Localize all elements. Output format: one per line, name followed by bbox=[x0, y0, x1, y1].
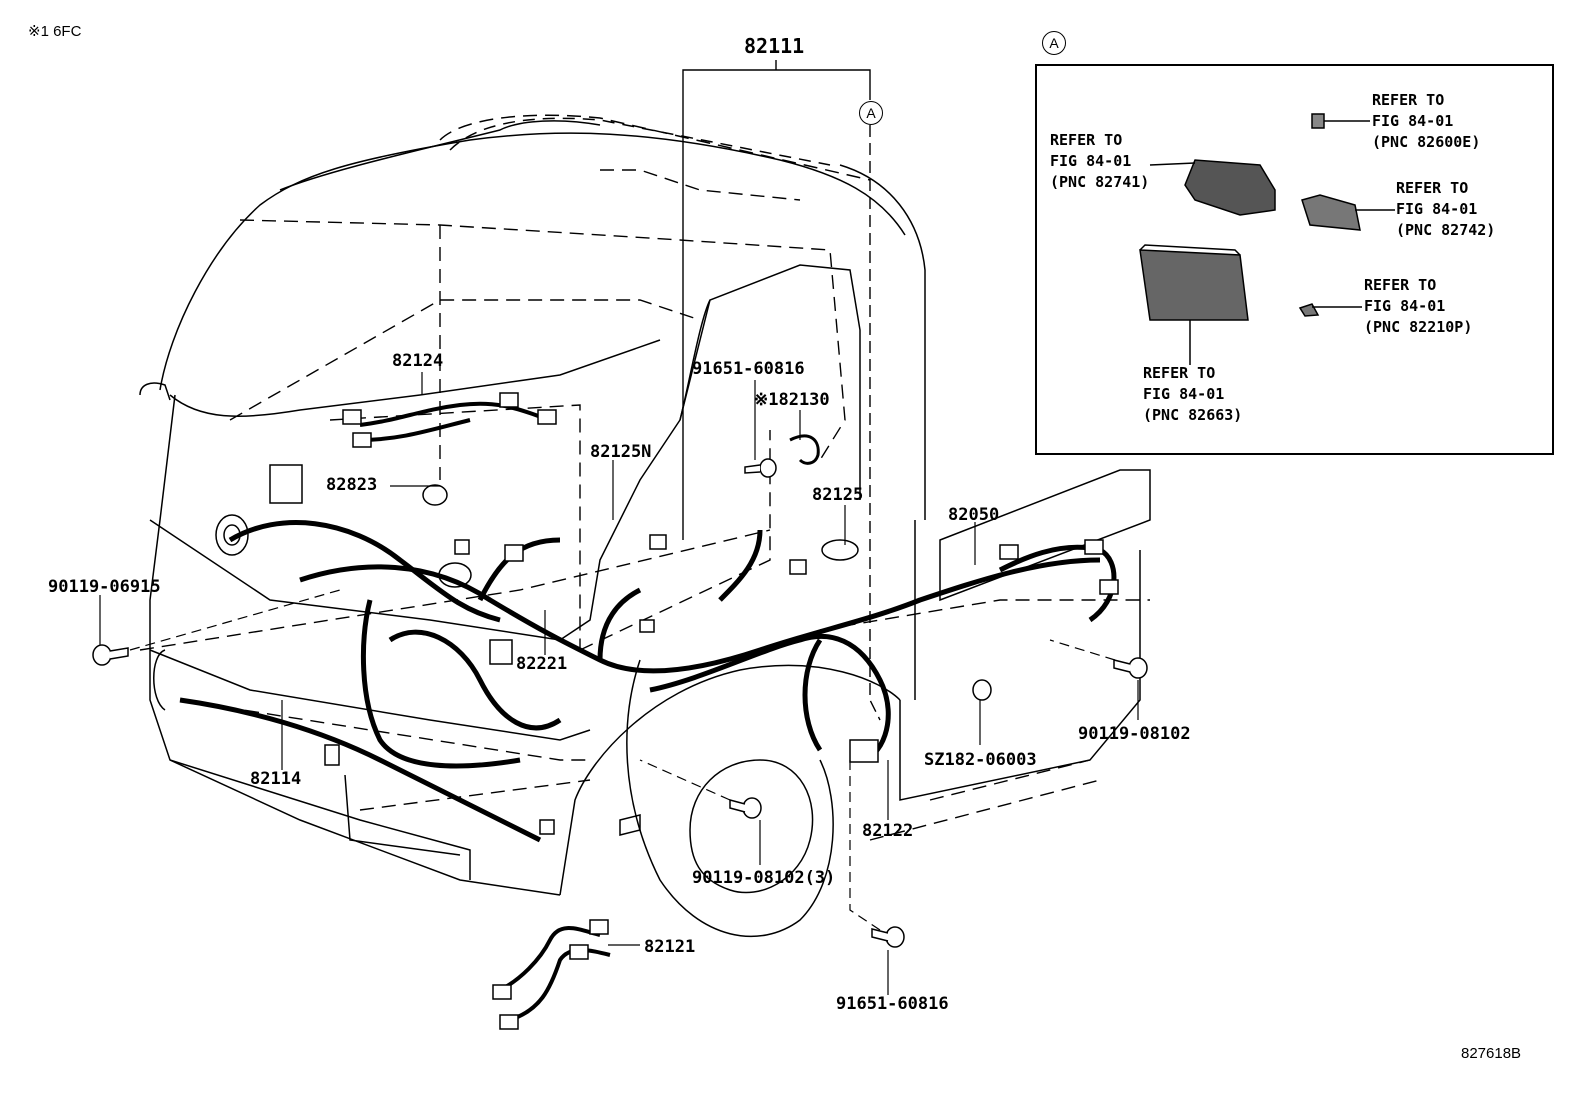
part-label-82125n: 82125N bbox=[590, 442, 652, 462]
ref-line: FIG 84-01 bbox=[1143, 385, 1225, 403]
part-label-82221: 82221 bbox=[516, 654, 568, 674]
part-label-90119-06915: 90119-06915 bbox=[48, 577, 161, 597]
part-label-90119-08102-3: 90119-08102(3) bbox=[692, 868, 836, 888]
leader-lines bbox=[99, 372, 1139, 995]
ref-line: REFER TO bbox=[1396, 179, 1469, 197]
inset-ref-82210p: REFER TO FIG 84-01 (PNC 82210P) bbox=[1364, 275, 1472, 338]
ref-line: REFER TO bbox=[1050, 131, 1123, 149]
connectors bbox=[269, 392, 1119, 1030]
part-label-82111: 82111 bbox=[744, 34, 805, 58]
view-marker-a: A bbox=[859, 101, 883, 125]
bolts bbox=[92, 458, 1148, 948]
ref-line: (PNC 82663) bbox=[1143, 406, 1243, 424]
inset-marker-a: A bbox=[1042, 31, 1066, 55]
windshield-dashed bbox=[139, 169, 1150, 841]
harness-82130 bbox=[789, 434, 820, 465]
ref-line: FIG 84-01 bbox=[1396, 200, 1478, 218]
part-label-82122: 82122 bbox=[862, 821, 914, 841]
ref-line: (PNC 82741) bbox=[1050, 173, 1150, 191]
footnote-marker: ※1 6FC bbox=[28, 23, 82, 40]
inset-ref-82741: REFER TO FIG 84-01 (PNC 82741) bbox=[1050, 130, 1149, 193]
part-label-82823: 82823 bbox=[326, 475, 378, 495]
ref-line: REFER TO bbox=[1372, 91, 1445, 109]
part-label-82124: 82124 bbox=[392, 351, 444, 371]
part-label-82050: 82050 bbox=[948, 505, 1000, 525]
ref-line: (PNC 82210P) bbox=[1364, 318, 1473, 336]
part-label-sz182-06003: SZ182-06003 bbox=[924, 750, 1037, 770]
inset-view-a bbox=[1035, 64, 1554, 455]
ref-line: FIG 84-01 bbox=[1050, 152, 1132, 170]
part-label-82125: 82125 bbox=[812, 485, 864, 505]
part-label-82121: 82121 bbox=[644, 937, 696, 957]
inset-components bbox=[1139, 113, 1395, 365]
part-label-91651-top: 91651-60816 bbox=[692, 359, 805, 379]
truck-cab-outline bbox=[139, 114, 1151, 938]
harness-82124 bbox=[359, 401, 551, 442]
figure-id: 827618B bbox=[1461, 1045, 1522, 1062]
ref-line: (PNC 82600E) bbox=[1372, 133, 1481, 151]
ref-line: FIG 84-01 bbox=[1372, 112, 1454, 130]
ref-line: FIG 84-01 bbox=[1364, 297, 1446, 315]
part-label-90119-08102-right: 90119-08102 bbox=[1078, 724, 1191, 744]
harness-82121 bbox=[499, 926, 611, 1022]
part-label-82114: 82114 bbox=[250, 769, 302, 789]
main-harness bbox=[179, 520, 1117, 843]
grommets bbox=[215, 484, 859, 588]
inset-ref-82742: REFER TO FIG 84-01 (PNC 82742) bbox=[1396, 178, 1495, 241]
inset-ref-82663: REFER TO FIG 84-01 (PNC 82663) bbox=[1143, 363, 1242, 426]
part-label-82130: ※182130 bbox=[754, 390, 830, 410]
ref-line: REFER TO bbox=[1364, 276, 1437, 294]
ref-line: (PNC 82742) bbox=[1396, 221, 1496, 239]
bracket-82111 bbox=[682, 60, 881, 721]
ref-line: REFER TO bbox=[1143, 364, 1216, 382]
inset-ref-82600e: REFER TO FIG 84-01 (PNC 82600E) bbox=[1372, 90, 1480, 153]
part-label-91651-bottom: 91651-60816 bbox=[836, 994, 949, 1014]
